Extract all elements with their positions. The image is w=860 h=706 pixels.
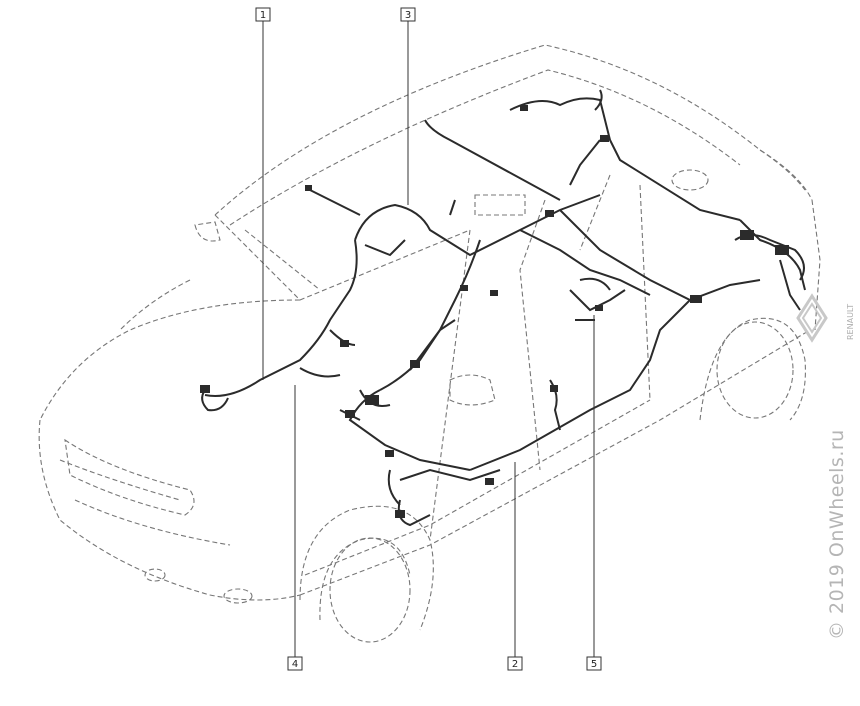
callout-label-1: 1	[260, 10, 266, 21]
callout-5: 5	[586, 656, 602, 671]
brand-text: RENAULT	[846, 303, 855, 340]
copyright-watermark: © 2019 OnWheels.ru	[826, 429, 848, 640]
callout-3: 3	[400, 7, 416, 22]
callout-2: 2	[507, 656, 523, 671]
callout-label-4: 4	[292, 659, 298, 670]
callout-label-2: 2	[512, 659, 518, 670]
callout-4: 4	[287, 656, 303, 671]
wiring-harness-lines	[201, 89, 806, 527]
callout-label-5: 5	[591, 659, 597, 670]
callout-1: 1	[255, 7, 271, 22]
harness-connectors	[200, 105, 789, 518]
callout-label-3: 3	[405, 10, 411, 21]
renault-logo	[796, 293, 828, 343]
callout-leaders	[262, 21, 595, 657]
